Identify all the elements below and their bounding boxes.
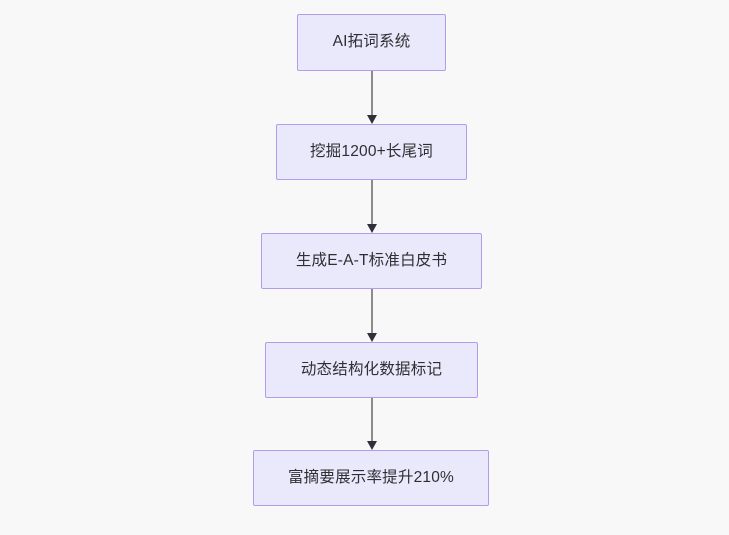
connector-line xyxy=(371,289,373,335)
flow-node-rich-snippet-uplift[interactable]: 富摘要展示率提升210% xyxy=(253,450,489,506)
flow-node-mine-longtail-keywords[interactable]: 挖掘1200+长尾词 xyxy=(276,124,467,180)
flow-node-ai-keyword-system[interactable]: AI拓词系统 xyxy=(297,14,446,71)
flow-node-label: 生成E-A-T标准白皮书 xyxy=(295,251,448,269)
arrowhead-icon xyxy=(367,441,377,450)
arrowhead-icon xyxy=(367,333,377,342)
flow-node-label: 富摘要展示率提升210% xyxy=(287,468,455,486)
flow-node-generate-eat-whitepaper[interactable]: 生成E-A-T标准白皮书 xyxy=(261,233,482,289)
flow-node-label: 挖掘1200+长尾词 xyxy=(309,142,434,160)
flow-node-label: 动态结构化数据标记 xyxy=(300,360,443,378)
flow-node-label: AI拓词系统 xyxy=(332,33,411,51)
connector-line xyxy=(371,71,373,117)
arrowhead-icon xyxy=(367,115,377,124)
connector-line xyxy=(371,398,373,443)
connector-line xyxy=(371,180,373,226)
arrowhead-icon xyxy=(367,224,377,233)
flow-node-dynamic-structured-data[interactable]: 动态结构化数据标记 xyxy=(265,342,478,398)
